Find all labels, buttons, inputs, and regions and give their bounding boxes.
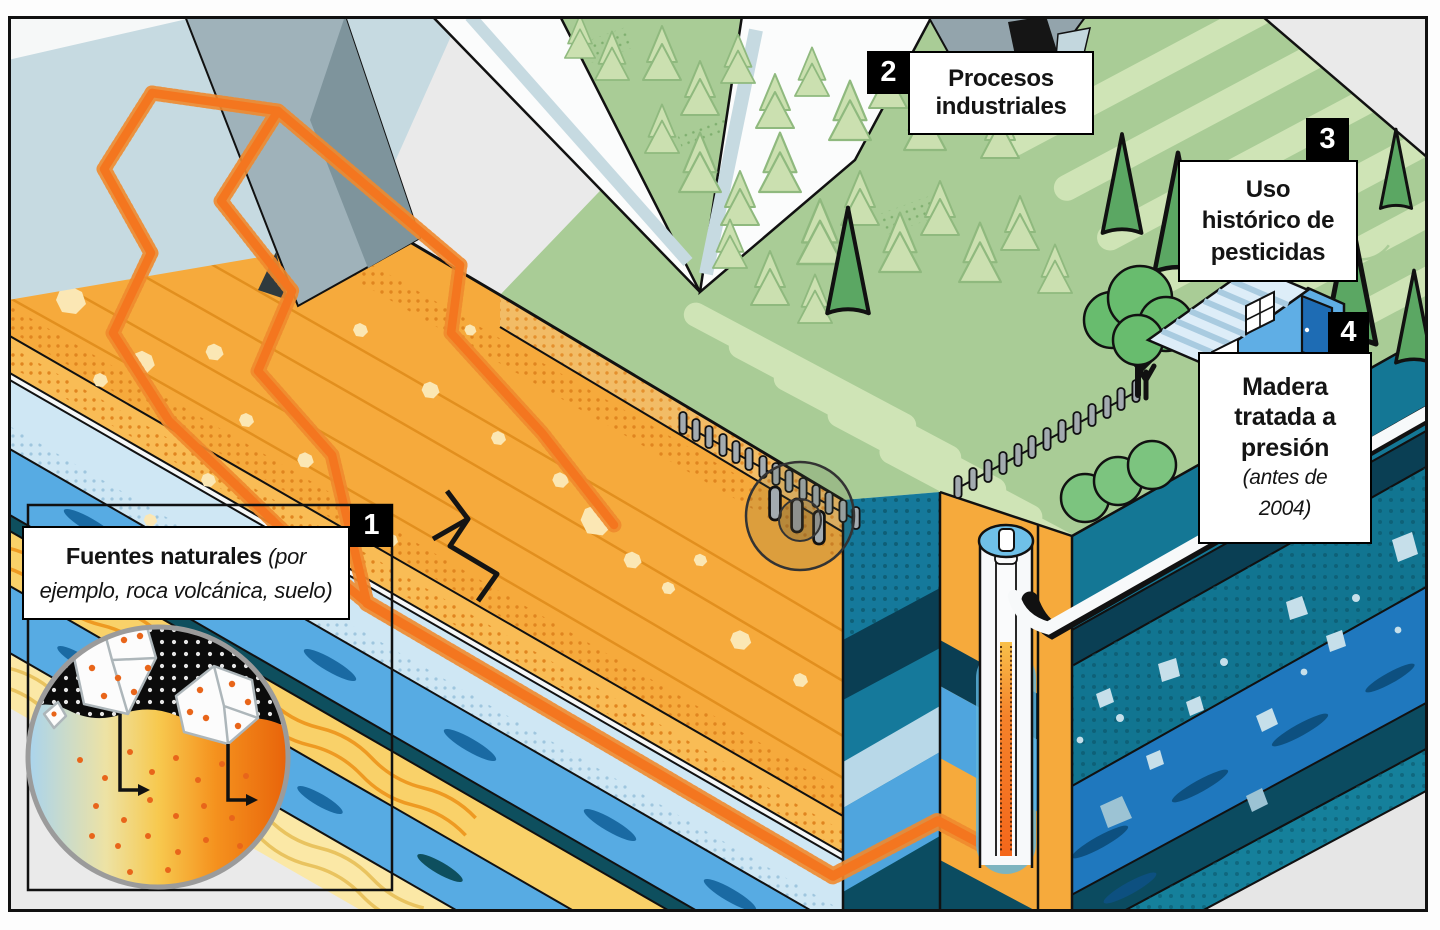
- callout1-leader-box: [26, 503, 394, 892]
- contaminated-water-column: [1000, 642, 1012, 856]
- water-well: [976, 523, 1036, 874]
- pipe: [1007, 405, 1427, 640]
- callout-text: Procesos industriales: [935, 64, 1067, 120]
- rock-fragments: [1076, 532, 1418, 828]
- arsenic-particles: [51, 627, 252, 875]
- aquifer-streaks-right: [1071, 663, 1415, 904]
- crop-rows-left: [683, 302, 1077, 557]
- badge-1: 1: [350, 504, 393, 547]
- badge-3: 3: [1306, 118, 1349, 161]
- garden-tree-icon: [1082, 264, 1195, 398]
- green-hill: [431, 17, 1427, 548]
- callout-text: Fuentes naturales (por ejemplo, roca vol…: [31, 539, 341, 607]
- badge-4: 4: [1328, 312, 1369, 353]
- frame: [8, 16, 1428, 912]
- callout-text: Uso histórico de pesticidas: [1201, 176, 1335, 266]
- fence-right: [953, 363, 1157, 499]
- callout-text: Madera tratada a presión (antes de 2004): [1234, 372, 1336, 520]
- magnifier-icon: [744, 460, 856, 572]
- callout-natural-sources: Fuentes naturales (por ejemplo, roca vol…: [22, 526, 350, 620]
- callout1-title: Fuentes naturales: [65, 542, 262, 569]
- callout-historic-pesticides: Uso histórico de pesticidas: [1178, 160, 1358, 282]
- sky-corner: [1261, 17, 1427, 159]
- callout-industrial-processes: Procesos industriales: [908, 51, 1094, 135]
- release-arrows: [118, 714, 258, 806]
- callout1-subtitle: (por ejemplo, roca volcánica, suelo): [39, 543, 333, 603]
- badge-2: 2: [867, 51, 910, 94]
- callout-pressure-treated-wood: Madera tratada a presión (antes de 2004): [1198, 352, 1372, 544]
- ground-crack: [431, 489, 500, 603]
